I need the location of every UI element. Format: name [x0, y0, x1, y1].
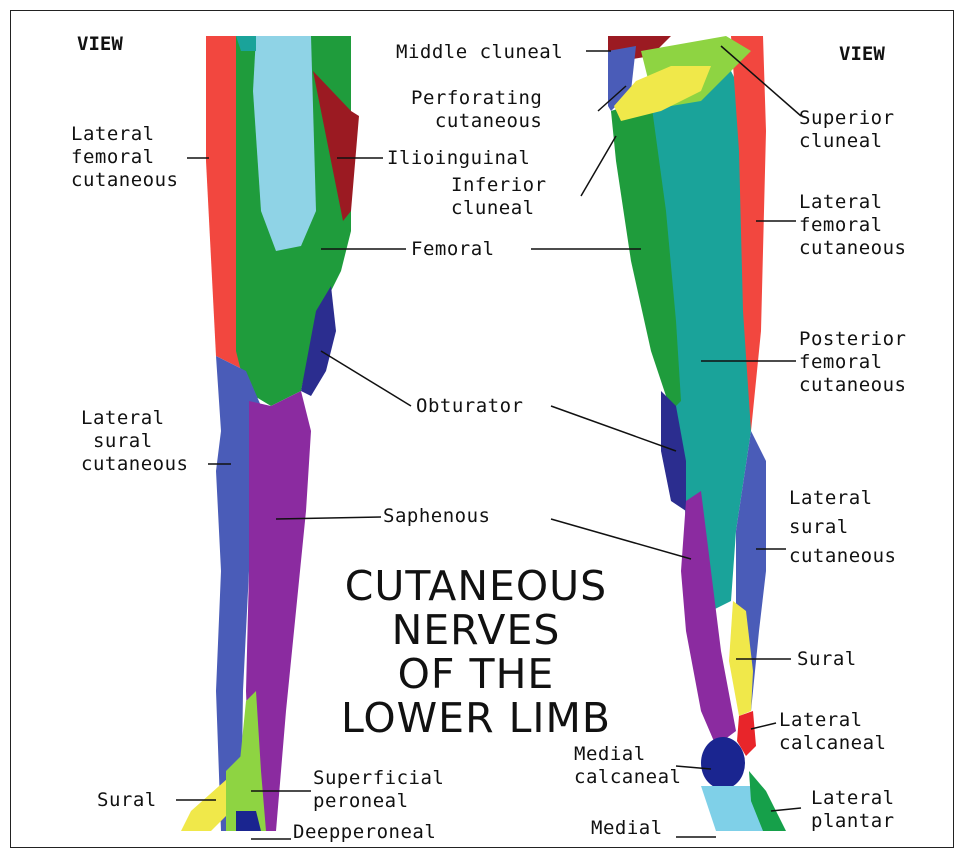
- label-lateral-sural-cutaneous-left: Lateral sural cutaneous: [81, 407, 188, 476]
- label-medial: Medial: [591, 817, 663, 840]
- posterior-limb: [608, 36, 786, 831]
- label-saphenous: Saphenous: [383, 505, 490, 528]
- title-line-2: NERVES: [331, 608, 621, 652]
- label-lateral-femoral-cutaneous-right: Lateral femoral cutaneous: [799, 191, 906, 260]
- label-deep-peroneal: Deepperoneal: [293, 821, 436, 844]
- label-sural-left: Sural: [97, 789, 157, 812]
- label-femoral: Femoral: [411, 238, 495, 261]
- label-lateral-femoral-cutaneous-left: Lateral femoral cutaneous: [71, 123, 178, 192]
- label-lateral-plantar: Lateral plantar: [811, 787, 895, 833]
- view-label-left: VIEW: [77, 33, 123, 55]
- label-obturator: Obturator: [416, 395, 523, 418]
- label-superior-cluneal: Superior cluneal: [799, 107, 895, 153]
- label-inferior-cluneal: Inferior cluneal: [451, 174, 547, 220]
- label-lateral-calcaneal: Lateral calcaneal: [779, 709, 886, 755]
- label-middle-cluneal: Middle cluneal: [396, 41, 563, 64]
- diagram-frame: VIEW VIEW Lateral femoral cutaneous Late…: [10, 10, 954, 848]
- diagram-title: CUTANEOUS NERVES OF THE LOWER LIMB: [331, 564, 621, 740]
- label-lateral-sural-cutaneous-right: Lateral sural cutaneous: [789, 484, 896, 571]
- label-superficial-peroneal: Superficial peroneal: [313, 767, 444, 813]
- title-line-1: CUTANEOUS: [331, 564, 621, 608]
- label-ilioinguinal: Ilioinguinal: [387, 147, 530, 170]
- title-line-3: OF THE: [331, 652, 621, 696]
- region-medial-calcaneal: [701, 737, 745, 789]
- label-posterior-femoral-cutaneous: Posterior femoral cutaneous: [799, 328, 906, 397]
- label-sural-right: Sural: [797, 648, 857, 671]
- title-line-4: LOWER LIMB: [331, 696, 621, 740]
- label-perforating-cutaneous: Perforating cutaneous: [411, 87, 542, 133]
- view-label-right: VIEW: [839, 43, 885, 65]
- label-medial-calcaneal: Medial calcaneal: [574, 743, 681, 789]
